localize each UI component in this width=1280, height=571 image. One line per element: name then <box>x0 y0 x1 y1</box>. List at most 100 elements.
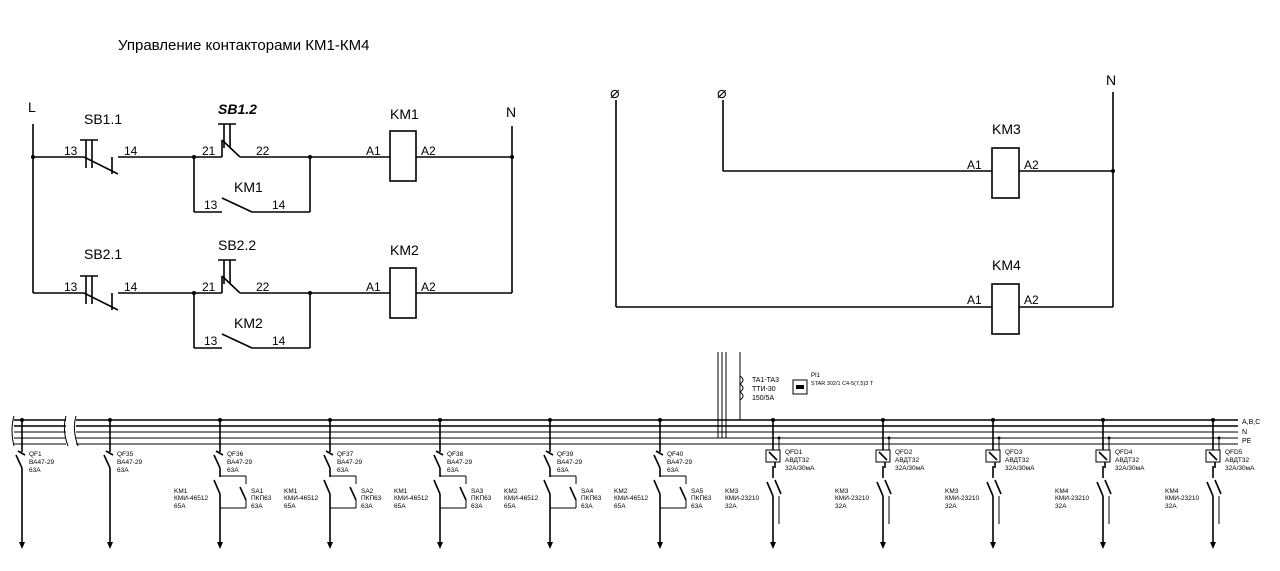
rcbo-label: QFD4 <box>1115 449 1133 456</box>
coil-km4 <box>991 283 1020 335</box>
contactor-label: KM3 <box>725 488 739 495</box>
contactor-contact <box>323 479 331 495</box>
rcbo-type: АВДТ32 <box>1225 457 1250 464</box>
contactor-contact <box>543 479 551 495</box>
contactor-type: КМИ-23210 <box>1055 495 1089 502</box>
switch-rating: 63A <box>581 503 593 510</box>
breaker-rating: 63A <box>667 467 679 474</box>
contactor-rating: 65A <box>394 503 406 510</box>
switch-rating: 63A <box>361 503 373 510</box>
coil-km3 <box>991 147 1020 199</box>
current-transformer-ta <box>739 375 744 401</box>
breaker-label: QF39 <box>557 451 574 458</box>
contactor-rating: 32A <box>835 503 847 510</box>
stop-button-sb1-1 <box>80 139 119 175</box>
contactor-contact <box>1206 481 1214 497</box>
start-button-sb2-2 <box>218 259 241 294</box>
breaker-label: QF36 <box>227 451 244 458</box>
contactor-rating: 32A <box>725 503 737 510</box>
contactor-label: KM1 <box>284 488 298 495</box>
pin-a2-km3: A2 <box>1024 158 1039 172</box>
breaker-contact <box>543 454 551 469</box>
switch-contact <box>459 486 467 501</box>
meter-label-1: PI1 <box>811 373 821 379</box>
contactor-contact <box>1096 481 1104 497</box>
control-row-1: SB1.1 13 14 SB1.2 21 22 KM1 13 14 <box>31 101 514 213</box>
contactor-type: КМИ-23210 <box>945 495 979 502</box>
contactor-type: КМИ-23210 <box>725 495 759 502</box>
aux-contact-km2 <box>221 333 253 349</box>
contactor-label: KM3 <box>945 488 959 495</box>
bus-label-pe: PE <box>1242 438 1252 445</box>
arrow-down-icon <box>990 542 996 549</box>
contactor-contact <box>653 479 661 495</box>
breaker-label: QF40 <box>667 451 684 458</box>
switch-contact <box>349 486 357 501</box>
sb2-1-label: SB2.1 <box>84 246 122 262</box>
coil-km1-label: KM1 <box>390 106 419 122</box>
stop-button-sb2-1 <box>80 275 119 311</box>
breaker-label: QF1 <box>29 451 42 458</box>
breaker-contact <box>15 454 23 469</box>
rcbo-body <box>1205 449 1221 463</box>
pin-a2-r2: A2 <box>421 280 436 294</box>
switch-label: SA3 <box>471 488 484 495</box>
pin-a1: A1 <box>366 144 381 158</box>
meter-label-2: STAR 302/1 C4-5(7,5)3 T <box>811 381 874 387</box>
contactor-type: КМИ-46512 <box>284 495 318 502</box>
pin-a2: A2 <box>421 144 436 158</box>
arrow-down-icon <box>437 542 443 549</box>
breaker-rating: 63A <box>29 467 41 474</box>
arrow-down-icon <box>657 542 663 549</box>
contactor-type: КМИ-23210 <box>835 495 869 502</box>
rcbo-rating: 32A/30мА <box>895 465 925 472</box>
switch-type: ПКП63 <box>251 495 272 502</box>
neutral-label-n: N <box>506 104 516 120</box>
contactor-contact <box>986 481 994 497</box>
pin-a1-r2: A1 <box>366 280 381 294</box>
arrow-down-icon <box>1100 542 1106 549</box>
contactor-label: KM1 <box>394 488 408 495</box>
arrow-down-icon <box>770 542 776 549</box>
breaker-rating: 63A <box>117 467 129 474</box>
breaker-type: ВА47-29 <box>117 459 142 466</box>
rcbo-type: АВДТ32 <box>1115 457 1140 464</box>
ct-label-3: 150/5A <box>752 395 775 402</box>
pin-14-aux-r2: 14 <box>272 334 286 348</box>
switch-label: SA4 <box>581 488 594 495</box>
breaker-label: QF35 <box>117 451 134 458</box>
rcbo-type: АВДТ32 <box>1005 457 1030 464</box>
pin-21: 21 <box>202 144 216 158</box>
rcbo-rating: 32A/30мА <box>1005 465 1035 472</box>
arrow-down-icon <box>19 542 25 549</box>
pin-14: 14 <box>124 144 138 158</box>
arrow-down-icon <box>327 542 333 549</box>
sb1-1-label: SB1.1 <box>84 111 122 127</box>
coil-km1 <box>389 130 417 182</box>
busbar: A,B,C N PE TA1-TA3 ТТИ-30 150/5A PI1 STA… <box>11 352 1260 447</box>
contactor-type: КМИ-23210 <box>1165 495 1199 502</box>
arrow-down-icon <box>1210 542 1216 549</box>
control-circuit-left: L N SB1.1 13 14 <box>28 99 516 349</box>
breaker-type: ВА47-29 <box>29 459 54 466</box>
contactor-label: KM3 <box>835 488 849 495</box>
control-circuit-right: ⌀ ⌀ N KM3 A1 A2 KM4 A1 A2 <box>610 72 1116 335</box>
rcbo-label: QFD5 <box>1225 449 1243 456</box>
coil-km4-label: KM4 <box>992 257 1021 273</box>
contactor-label: KM1 <box>174 488 188 495</box>
contactor-contact <box>433 479 441 495</box>
contactor-contact <box>876 481 884 497</box>
breaker-rating: 63A <box>337 467 349 474</box>
aux-km1-label: KM1 <box>234 179 263 195</box>
breaker-contact <box>653 454 661 469</box>
switch-rating: 63A <box>471 503 483 510</box>
switch-contact <box>239 486 247 501</box>
breaker-type: ВА47-29 <box>227 459 252 466</box>
